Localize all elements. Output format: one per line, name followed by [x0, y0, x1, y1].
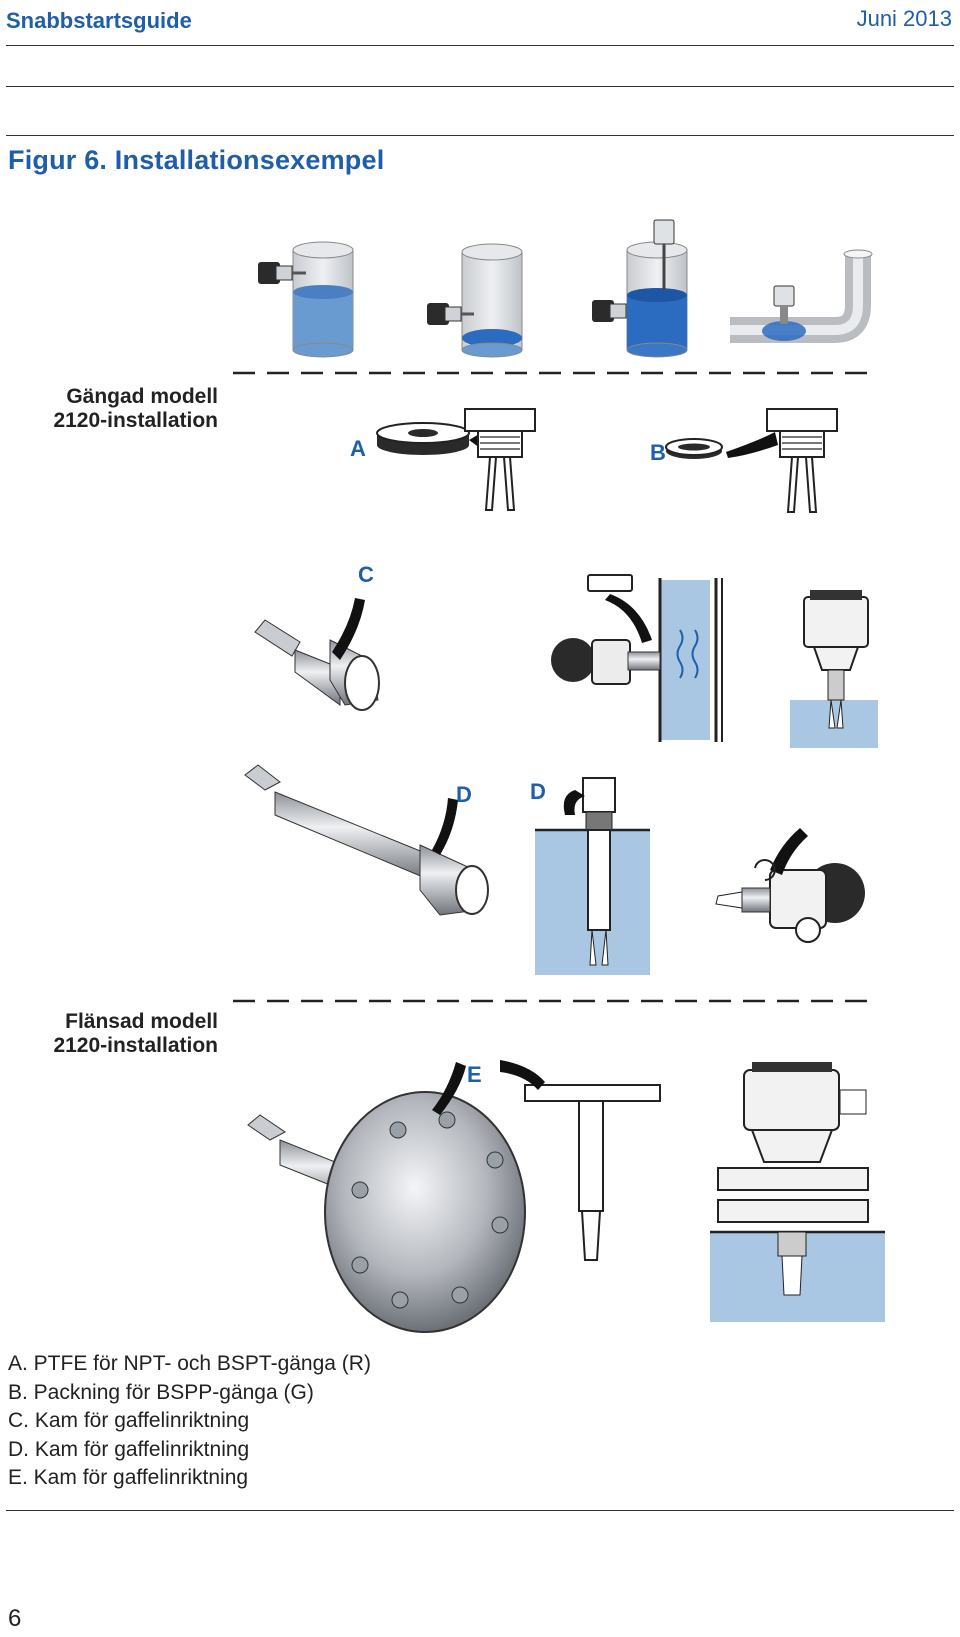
callout-c: C	[358, 562, 374, 587]
callout-d-left: D	[456, 782, 472, 807]
flanged-section-label: Flänsad modell 2120-installation	[8, 1010, 218, 1058]
threaded-label-line1: Gängad modell	[66, 385, 218, 408]
callout-e: E	[467, 1062, 482, 1087]
page-number: 6	[8, 1605, 22, 1632]
pipe-example	[730, 249, 873, 343]
callout-a: A	[350, 436, 366, 461]
fork-sensor-c	[254, 598, 380, 711]
tank-example-1	[258, 241, 354, 358]
top-mount-install	[790, 590, 878, 748]
figure-top-rule	[6, 135, 954, 136]
legend-item-c: C. Kam för gaffelinriktning	[8, 1409, 250, 1432]
legend-item-d: D. Kam för gaffelinriktning	[8, 1437, 250, 1461]
legend-item-a: A. PTFE för NPT- och BSPT-gänga (R)	[8, 1352, 371, 1375]
flanged-label-line1: Flänsad modell	[65, 1010, 218, 1033]
tank-example-3	[592, 219, 688, 358]
ptfe-tape-roll	[376, 422, 486, 455]
footer-rule	[6, 1510, 954, 1511]
threaded-section-label: Gängad modell 2120-installation	[8, 385, 218, 433]
threaded-fork-a	[464, 408, 536, 511]
threaded-fork-b	[766, 408, 838, 513]
extended-fork-d	[244, 764, 489, 916]
divider-rule	[6, 86, 954, 87]
legend-item-e: E. Kam för gaffelinriktning	[8, 1466, 249, 1489]
document-date: Juni 2013	[856, 6, 952, 31]
header-rule	[6, 45, 954, 46]
callout-d-right: D	[530, 779, 546, 804]
document-title: Snabbstartsguide	[6, 8, 192, 33]
tank-example-2	[427, 243, 523, 358]
flanged-fork-e	[247, 1062, 526, 1333]
figure-title: Figur 6. Installationsexempel	[8, 145, 385, 175]
legend-item-b: B. Packning för BSPP-gänga (G)	[8, 1380, 314, 1404]
flanged-label-line2: 2120-installation	[53, 1034, 218, 1057]
threaded-label-line2: 2120-installation	[53, 409, 218, 432]
gasket-ring	[665, 432, 778, 459]
callout-b: B	[650, 440, 666, 465]
figure-legend: A. PTFE för NPT- och BSPT-gänga (R) B. P…	[8, 1350, 371, 1493]
side-orientation-install	[715, 828, 865, 943]
flanged-mount-install	[710, 1062, 885, 1322]
vertical-tank-install-d	[535, 777, 650, 975]
pipe-side-install	[551, 574, 723, 742]
flanged-side-view	[500, 1060, 661, 1261]
